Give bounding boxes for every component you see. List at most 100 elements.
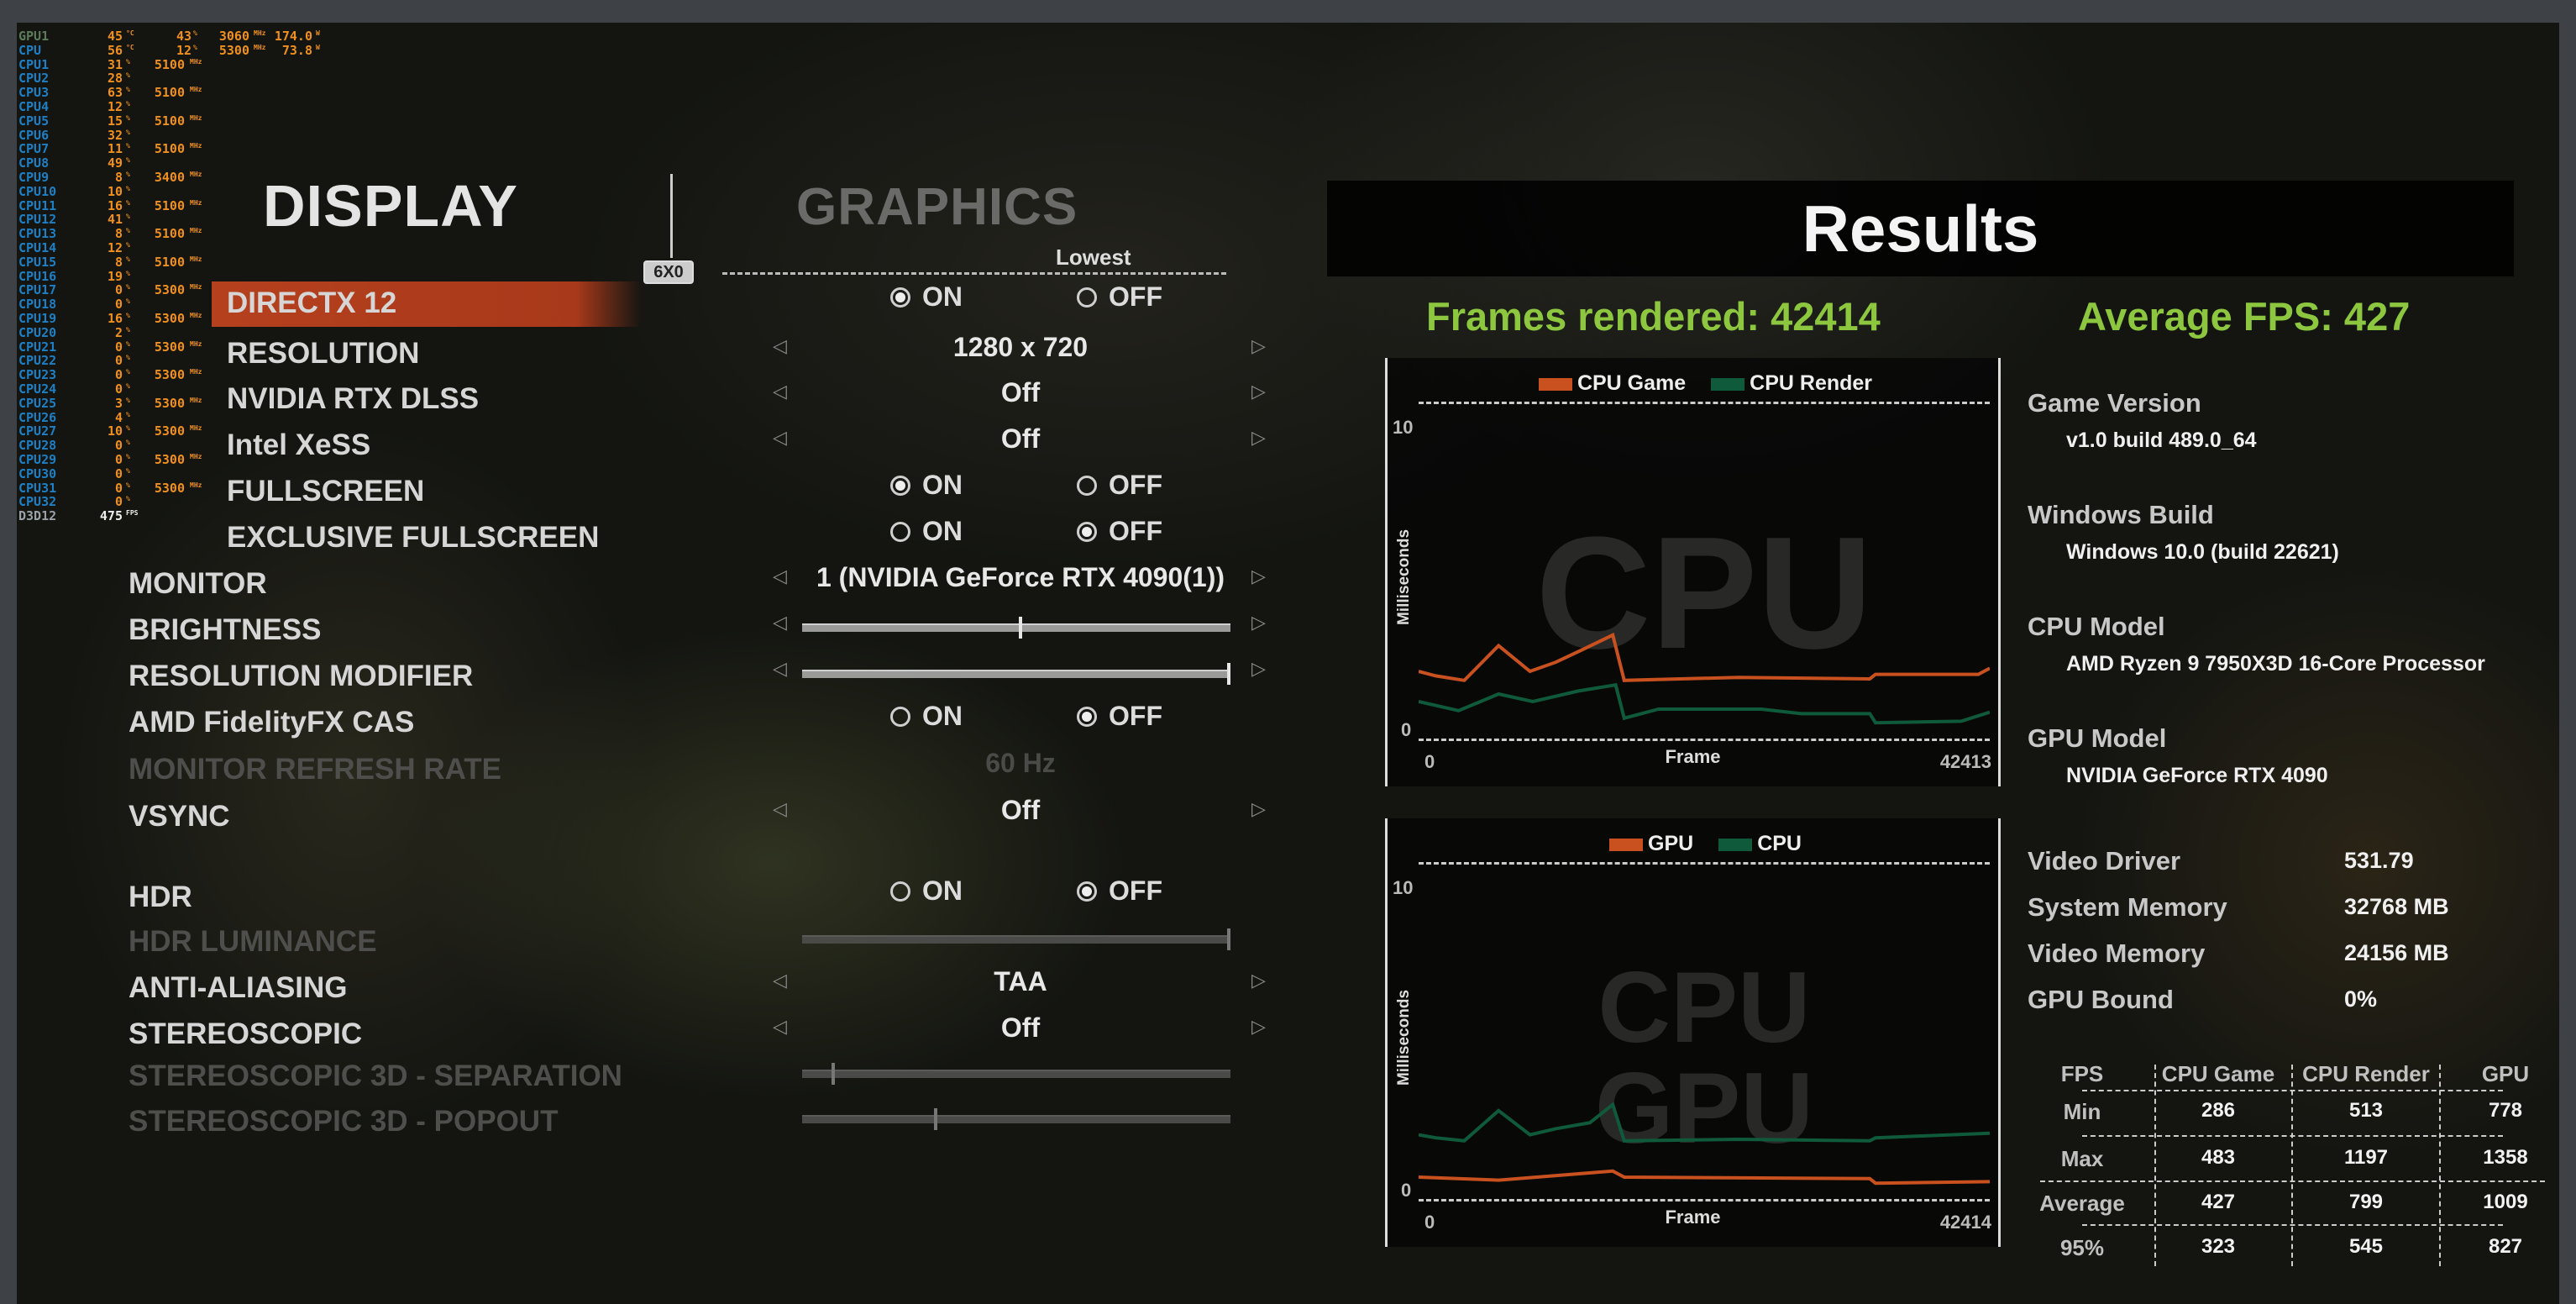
osd-pct-unit: %	[126, 368, 130, 376]
osd-label: CPU28	[18, 438, 57, 454]
radio-on[interactable]: ON	[890, 281, 963, 313]
radio-off[interactable]: OFF	[1077, 701, 1162, 732]
info-value: v1.0 build 489.0_64	[2066, 429, 2257, 452]
arrow-left-icon[interactable]: ◁	[773, 565, 787, 586]
setting-value[interactable]: 1280 x 720	[952, 332, 1089, 362]
arrow-left-icon[interactable]: ◁	[773, 381, 787, 402]
setting-value[interactable]: Off	[1000, 423, 1041, 454]
radio-off[interactable]: OFF	[1077, 875, 1162, 907]
arrow-right-icon[interactable]: ▷	[1251, 612, 1266, 633]
table-column-divider	[2439, 1065, 2441, 1266]
radio-checked-icon	[1077, 521, 1097, 542]
osd-pct-unit: %	[126, 466, 130, 475]
arrow-left-icon[interactable]: ◁	[773, 658, 787, 679]
tab-graphics[interactable]: GRAPHICS	[796, 178, 1078, 236]
osd-core-clock: 5300	[154, 282, 185, 298]
osd-label: CPU1	[18, 56, 50, 72]
osd-api: D3D12	[18, 508, 57, 524]
osd-core-load: 31	[107, 56, 123, 72]
setting-value[interactable]: Off	[1000, 377, 1041, 408]
osd-clock: 5300	[218, 42, 249, 58]
osd-core-load: 49	[107, 155, 123, 171]
arrow-left-icon[interactable]: ◁	[773, 335, 787, 356]
setting-value: 60 Hz	[985, 748, 1056, 778]
table-cell: 286	[2201, 1099, 2236, 1122]
osd-label: CPU14	[18, 240, 57, 255]
osd-label: CPU18	[18, 297, 57, 313]
legend-label: GPU	[1648, 832, 1694, 855]
setting-value[interactable]: 1 (NVIDIA GeForce RTX 4090(1))	[816, 562, 1225, 592]
table-header: GPU	[2481, 1061, 2530, 1086]
osd-core-clock: 5300	[154, 339, 185, 355]
radio-on[interactable]: ON	[890, 470, 963, 501]
arrow-right-icon[interactable]: ▷	[1251, 427, 1266, 448]
arrow-left-icon[interactable]: ◁	[773, 427, 787, 448]
slider-track[interactable]	[802, 663, 1230, 685]
osd-mhz-unit: MHz	[190, 57, 202, 66]
setting-label: MONITOR REFRESH RATE	[129, 753, 501, 786]
arrow-right-icon[interactable]: ▷	[1251, 970, 1266, 991]
series-line-cpu	[1419, 1102, 1990, 1143]
radio-off[interactable]: OFF	[1077, 516, 1162, 547]
osd-mhz-unit: MHz	[190, 198, 202, 207]
radio-on[interactable]: ON	[890, 875, 963, 907]
osd-core-clock: 5100	[154, 56, 185, 72]
setting-label: HDR LUMINANCE	[129, 925, 377, 958]
osd-core-load: 4	[114, 409, 123, 425]
stat-label: GPU Bound	[2028, 985, 2174, 1014]
osd-temp-unit: °C	[126, 29, 134, 37]
arrow-left-icon[interactable]: ◁	[773, 970, 787, 991]
table-cell: 323	[2201, 1235, 2236, 1258]
osd-mhz-unit: MHz	[190, 255, 202, 263]
radio-off[interactable]: OFF	[1077, 281, 1162, 313]
osd-pct-unit: %	[126, 100, 130, 108]
arrow-right-icon[interactable]: ▷	[1251, 335, 1266, 356]
arrow-right-icon[interactable]: ▷	[1251, 798, 1266, 819]
osd-load: 12	[176, 42, 191, 58]
arrow-right-icon[interactable]: ▷	[1251, 658, 1266, 679]
slider-handle[interactable]	[1227, 663, 1230, 685]
radio-label: OFF	[1109, 470, 1162, 500]
table-header: CPU Game	[2161, 1061, 2275, 1086]
slider-track[interactable]	[802, 617, 1230, 639]
osd-core-load: 0	[114, 297, 123, 313]
y-tick-min: 0	[1401, 1180, 1412, 1201]
setting-value[interactable]: Off	[1000, 795, 1041, 825]
arrow-left-icon[interactable]: ◁	[773, 612, 787, 633]
slider-handle	[933, 1108, 937, 1130]
legend-label: CPU	[1757, 832, 1802, 855]
osd-mhz-unit: MHz	[190, 424, 202, 433]
osd-core-load: 8	[114, 254, 123, 270]
results-title: Results	[1802, 192, 2039, 266]
x-axis-label: Frame	[1665, 1207, 1721, 1228]
radio-label: ON	[922, 701, 963, 731]
osd-temp: 56	[107, 42, 123, 58]
radio-on[interactable]: ON	[890, 701, 963, 732]
arrow-right-icon[interactable]: ▷	[1251, 565, 1266, 586]
radio-label: OFF	[1109, 875, 1162, 906]
setting-value[interactable]: Off	[1000, 1012, 1041, 1043]
osd-label: CPU22	[18, 353, 57, 369]
arrow-right-icon[interactable]: ▷	[1251, 381, 1266, 402]
osd-core-clock: 3400	[154, 170, 185, 185]
tab-display[interactable]: DISPLAY	[263, 173, 518, 239]
osd-core-load: 3	[114, 395, 123, 411]
osd-core-clock: 5300	[154, 480, 185, 496]
stat-value: 0%	[2344, 986, 2378, 1012]
osd-pct-unit: %	[126, 439, 130, 447]
arrow-left-icon[interactable]: ◁	[773, 1016, 787, 1037]
osd-clock: 3060	[218, 29, 249, 44]
arrow-right-icon[interactable]: ▷	[1251, 1016, 1266, 1037]
legend-label: CPU Render	[1750, 371, 1873, 395]
slider-handle[interactable]	[1019, 617, 1023, 639]
radio-on[interactable]: ON	[890, 516, 963, 547]
setting-value[interactable]: TAA	[994, 966, 1047, 996]
osd-label: CPU4	[18, 99, 50, 114]
osd-core-clock: 5100	[154, 113, 185, 129]
osd-core-clock: 5300	[154, 452, 185, 467]
radio-off[interactable]: OFF	[1077, 470, 1162, 501]
stat-value: 531.79	[2344, 848, 2414, 873]
arrow-left-icon[interactable]: ◁	[773, 798, 787, 819]
osd-pct-unit: %	[126, 227, 130, 235]
